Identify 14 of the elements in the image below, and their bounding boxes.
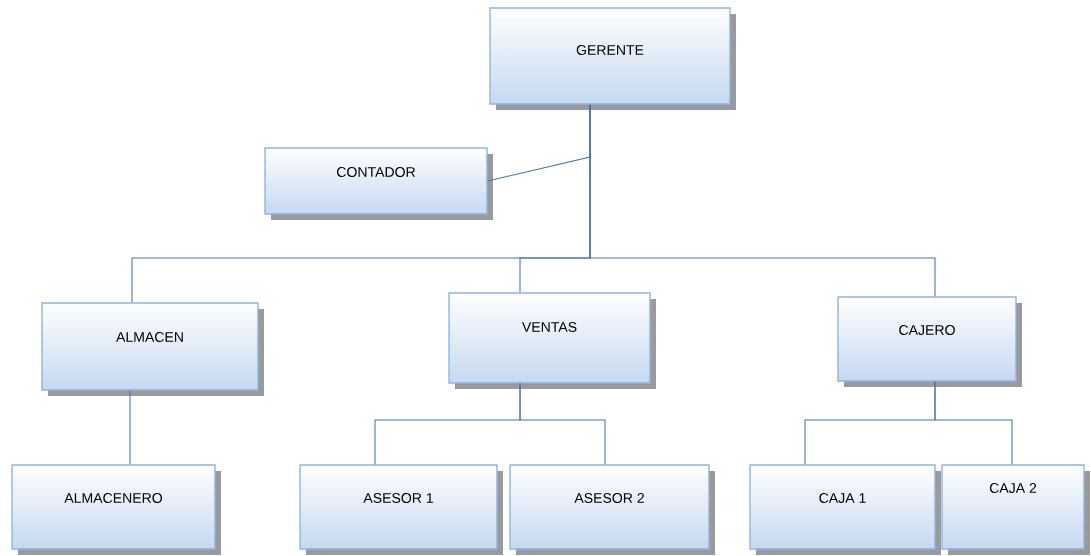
org-box: ASESOR 1 bbox=[299, 464, 503, 555]
org-box: CAJERO bbox=[837, 296, 1022, 387]
org-box: CAJA 1 bbox=[749, 464, 941, 555]
org-box: VENTAS bbox=[448, 292, 656, 389]
connector-line bbox=[589, 104, 936, 297]
connector-line bbox=[934, 381, 1013, 465]
connector-line bbox=[129, 390, 131, 465]
org-box: ASESOR 2 bbox=[509, 464, 715, 555]
org-box: CAJA 2 bbox=[941, 464, 1090, 555]
org-box: ALMACEN bbox=[41, 302, 264, 396]
org-box: GERENTE bbox=[489, 7, 736, 110]
org-box: CONTADOR bbox=[264, 147, 493, 220]
connector-line bbox=[519, 383, 606, 465]
org-box: ALMACENERO bbox=[11, 464, 221, 555]
